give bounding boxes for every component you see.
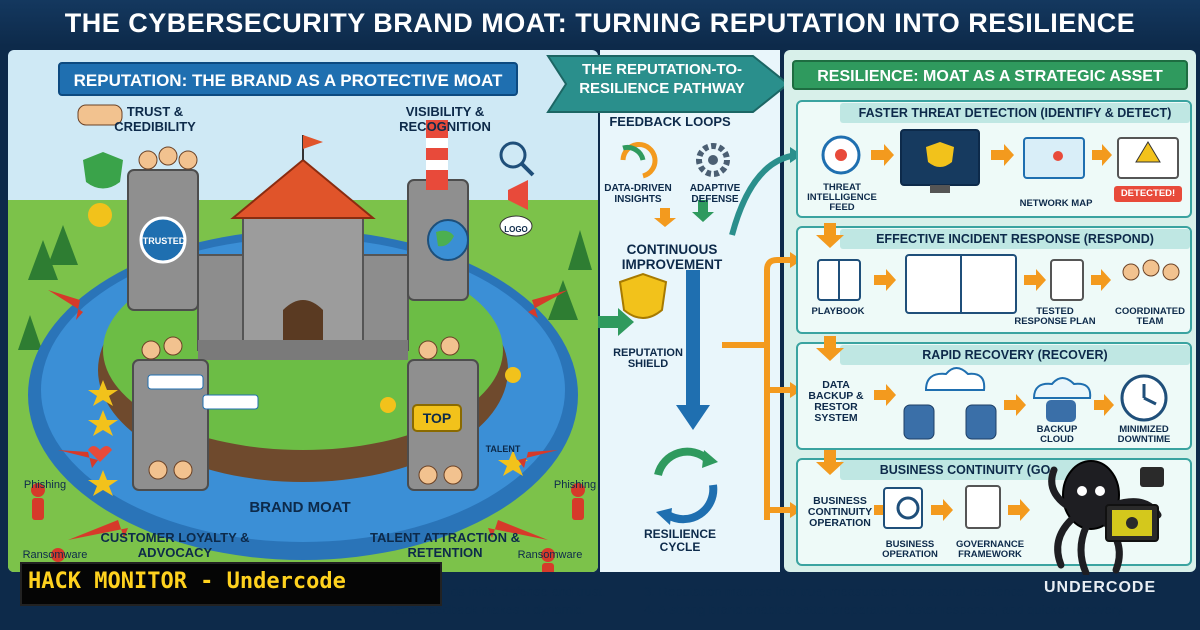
tower-label-trust: TRUST & CREDIBILITY (114, 104, 196, 134)
moat-illustration (8, 104, 598, 572)
reputation-banner: REPUTATION: THE BRAND AS A PROTECTIVE MO… (58, 62, 518, 96)
reputation-panel: REPUTATION: THE BRAND AS A PROTECTIVE MO… (8, 50, 598, 572)
top-badge: TOP (422, 410, 452, 426)
resilience-icons (816, 129, 1182, 529)
hack-monitor-label: HACK MONITOR - Undercode (28, 569, 346, 594)
label-business-operation: BUSINESS OPERATION (882, 539, 938, 560)
pathway-banner: THE REPUTATION-TO-RESILIENCE PATHWAY (579, 61, 745, 97)
threat-phishing-right: Phishing (553, 479, 597, 491)
takeaway-3: 3. Reputation matures into true, measura… (644, 584, 1028, 599)
pathway-connectors (722, 147, 802, 520)
hacker-octopus-icon (1048, 460, 1164, 577)
threat-ransomware-left: Ransomware (22, 549, 88, 561)
section-title-rapid-recovery: RAPID RECOVERY (RECOVER) (840, 345, 1190, 365)
pathway-banner-arrow (546, 55, 790, 113)
label-coordinated-team: COORDINATED TEAM (1114, 306, 1186, 327)
continuous-improvement-label: CONTINUOUS IMPROVEMENT (621, 242, 723, 272)
tower-label-visibility: VISIBILITY & RECOGNITION (399, 104, 491, 134)
label-playbook: PLAYBOOK (811, 306, 865, 317)
label-network-map: NETWORK MAP (1019, 198, 1093, 209)
tower-label-talent: TALENT ATTRACTION & RETENTION (370, 530, 520, 560)
label-data-backup: DATA BACKUP & RESTOR SYSTEM (808, 379, 864, 424)
takeaway-1: lds initial defense and trust. (448, 584, 606, 599)
resilience-cycle-label: RESILIENCE CYCLE (643, 527, 716, 554)
hack-monitor-overlay (20, 562, 442, 606)
pathway-icons (598, 142, 730, 525)
data-driven-insights-label: DATA-DRIVEN INSIGHTS (604, 183, 672, 205)
label-minimized-downtime: MINIMIZED DOWNTIME (1117, 424, 1171, 445)
threat-phishing-left: Phishing (23, 479, 67, 491)
takeaway-4: 4. A strong brand enables better prepara… (644, 602, 1126, 617)
brand-moat-label: BRAND MOAT (249, 499, 351, 516)
label-threat-intelligence-feed: THREAT INTELLIGENCE FEED (807, 182, 877, 213)
section-title-threat-detection: FASTER THREAT DETECTION (IDENTIFY & DETE… (840, 103, 1190, 123)
threat-ransomware-right: Ransomware (517, 549, 583, 561)
section-title-business-continuity: BUSINESS CONTINUITY (GO (840, 460, 1090, 480)
page-title: THE CYBERSECURITY BRAND MOAT: TURNING RE… (0, 0, 1200, 46)
detected-alert: DETECTED! (1120, 188, 1176, 199)
reputation-shield-label: REPUTATION SHIELD (613, 347, 683, 370)
label-backup-cloud: BACKUP CLOUD (1036, 424, 1078, 445)
section-title-incident-response: EFFECTIVE INCIDENT RESPONSE (RESPOND) (840, 229, 1190, 249)
talent-label: TALENT (485, 444, 521, 454)
logo-badge: LOGO (504, 225, 528, 234)
feedback-loops-label: FEEDBACK LOOPS (609, 114, 731, 129)
trusted-badge: TRUSTED (142, 236, 186, 246)
undercode-logo: UNDERCODE (1044, 579, 1157, 596)
label-tested-response-plan: TESTED RESPONSE PLAN (1014, 306, 1096, 327)
resilience-banner: RESILIENCE: MOAT AS A STRATEGIC ASSET (792, 60, 1188, 90)
adaptive-defense-label: ADAPTIVE DEFENSE (689, 183, 741, 205)
label-governance-framework: GOVERNANCE FRAMEWORK (955, 539, 1025, 560)
tower-label-loyalty: CUSTOMER LOYALTY & ADVOCACY (100, 530, 250, 560)
label-business-continuity-operation: BUSINESS CONTINUITY OPERATION (807, 495, 873, 529)
